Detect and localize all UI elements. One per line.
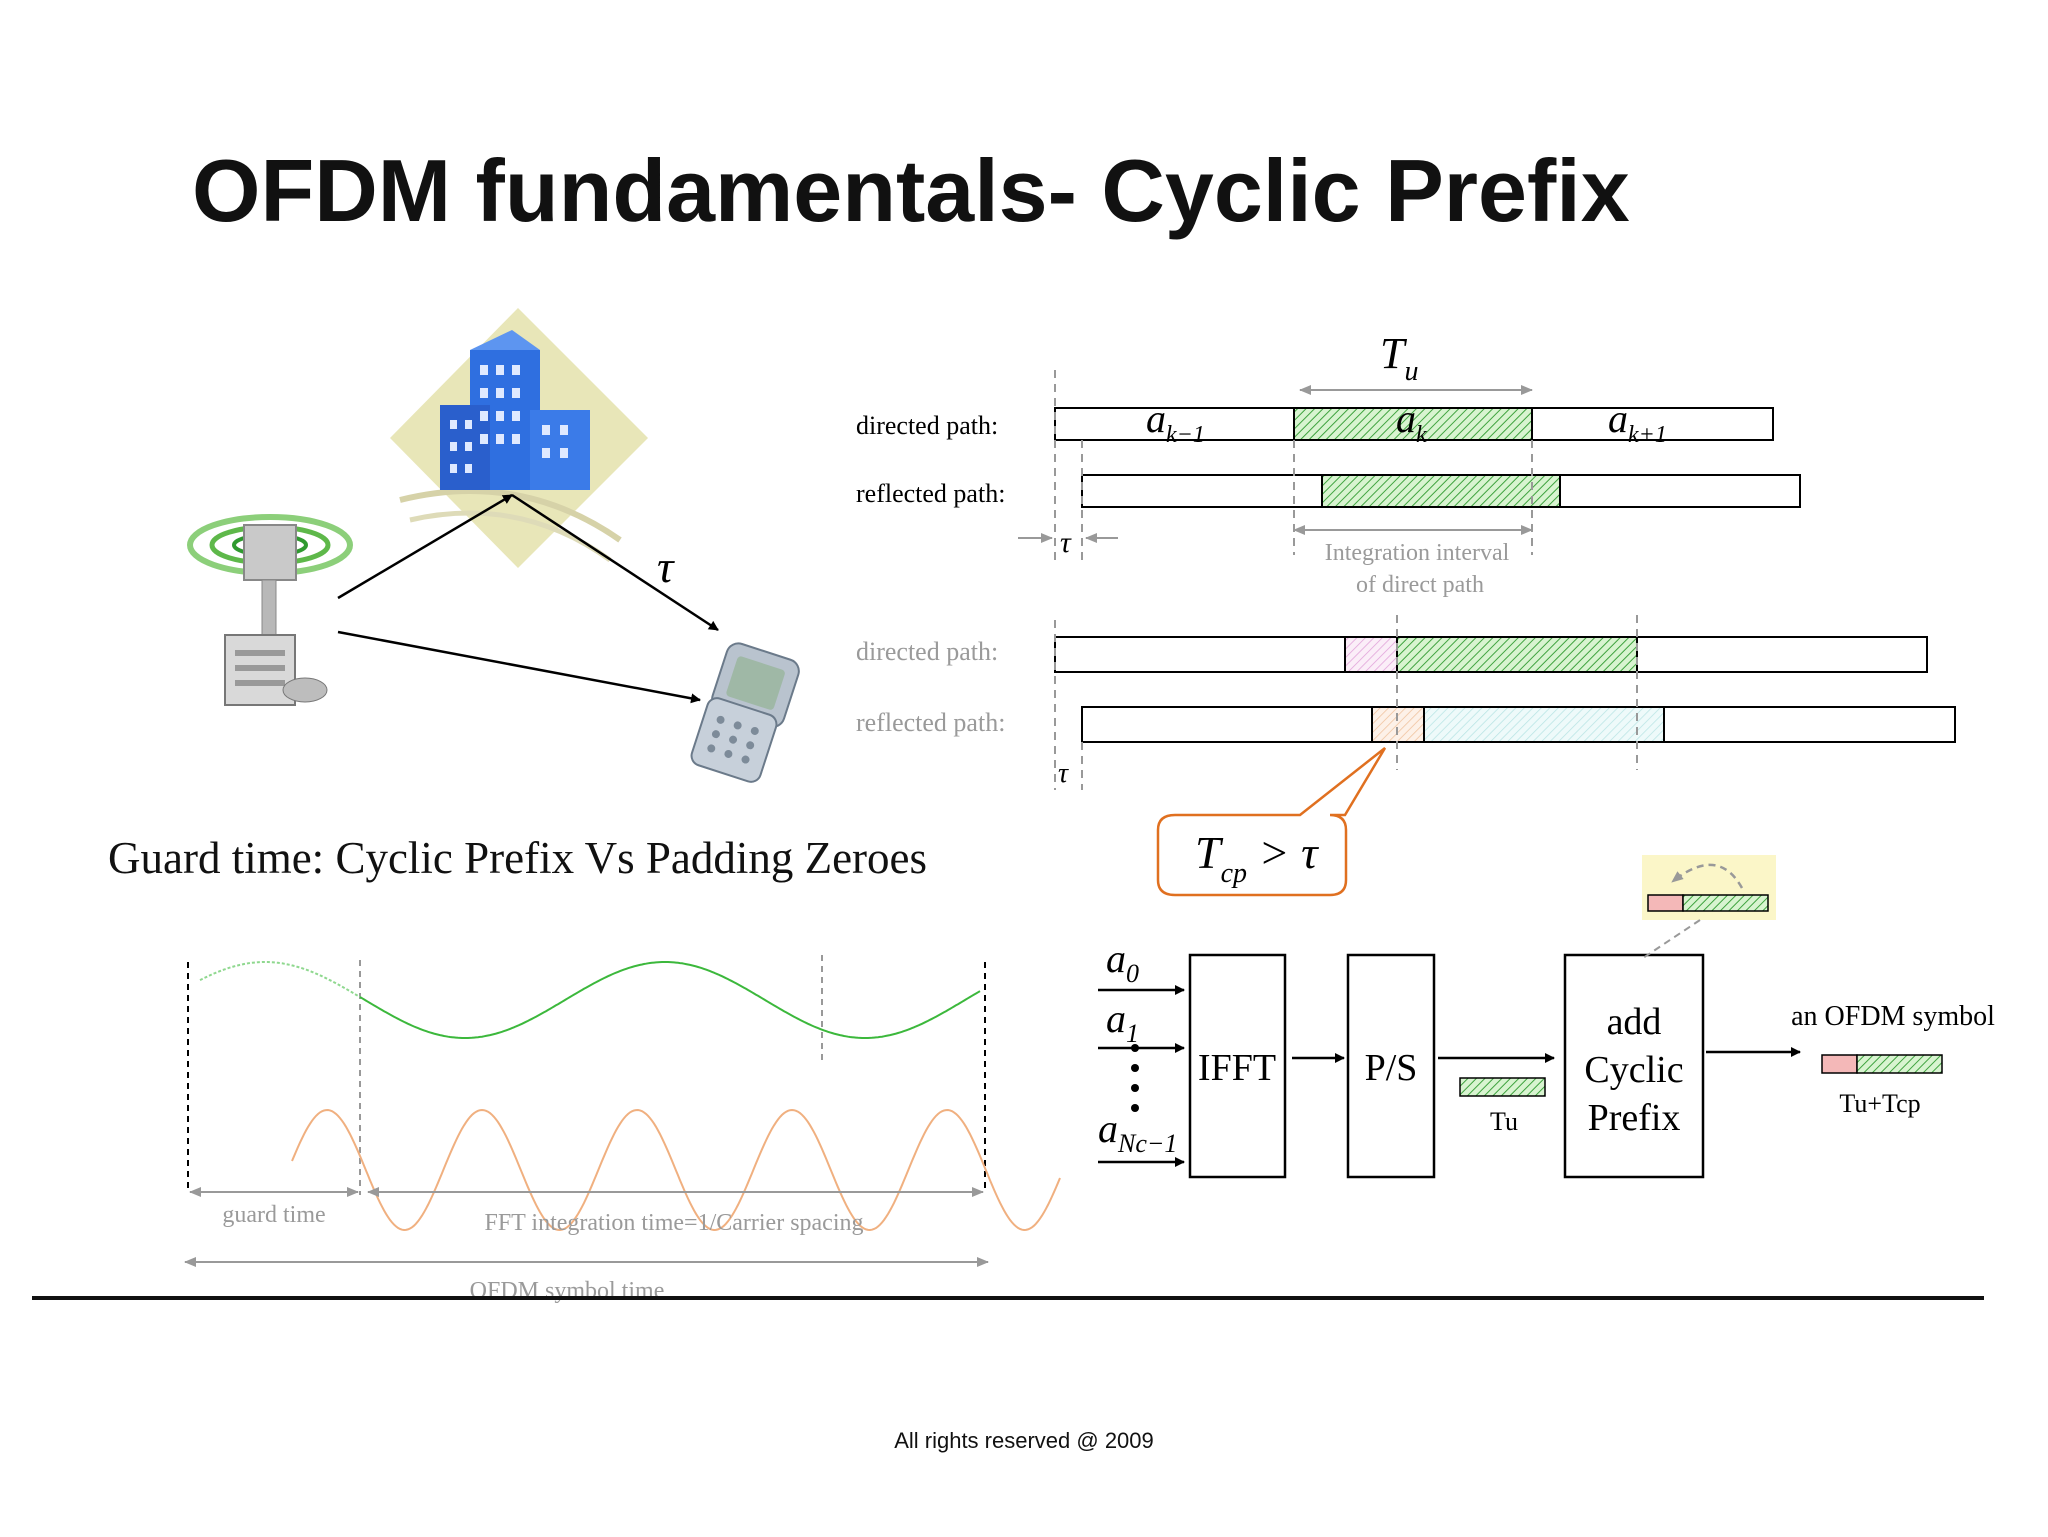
footer-text: All rights reserved @ 2009 bbox=[894, 1428, 1154, 1453]
reflected-path-label-2: reflected path: bbox=[856, 708, 1005, 737]
ps-label: P/S bbox=[1365, 1047, 1418, 1089]
directed-path-label: directed path: bbox=[856, 411, 998, 440]
path-to-building-arrow bbox=[337, 493, 513, 600]
callout-condition: Tcp > τ bbox=[1195, 827, 1319, 889]
orange-wave bbox=[291, 1108, 1061, 1232]
symbol-ak-reflected bbox=[1321, 474, 1561, 508]
integration-label-2: of direct path bbox=[1356, 572, 1484, 598]
reflected-path-arrow bbox=[511, 493, 719, 632]
ofdm-symbol-label: an OFDM symbol bbox=[1791, 1001, 1995, 1032]
tu-segment-label: Tu bbox=[1490, 1107, 1518, 1136]
input-aNc-label: aNc−1 bbox=[1098, 1106, 1177, 1158]
timing-top: Tu directed path: ak−1 ak ak+1 reflected… bbox=[856, 329, 1801, 598]
tu-label: Tu bbox=[1380, 329, 1418, 387]
tu-tcp-label: Tu+Tcp bbox=[1839, 1089, 1920, 1118]
fft-time-label: FFT integration time=1/Carrier spacing bbox=[484, 1210, 863, 1236]
ifft-block bbox=[1188, 953, 1287, 1179]
sym-cur-label: ak bbox=[1396, 396, 1427, 448]
waveform-diagram: guard time FFT integration time=1/Carrie… bbox=[184, 955, 1061, 1304]
cyclic-prefix-reflected bbox=[1371, 706, 1425, 743]
divider-line bbox=[32, 1296, 1984, 1300]
add-cp-label-2: Cyclic bbox=[1584, 1049, 1683, 1091]
reflected-path-label: reflected path: bbox=[856, 479, 1005, 508]
green-wave-guard bbox=[199, 961, 361, 998]
ps-block bbox=[1346, 953, 1436, 1179]
tau-top-label: τ bbox=[1060, 526, 1072, 559]
block-diagram: a0 a1 aNc−1 IFFT P/S Tu add Cyclic Prefi… bbox=[1098, 855, 1995, 1179]
direct-path-arrow bbox=[337, 630, 701, 704]
timing-bottom: directed path: reflected path: τ Tcp > τ bbox=[856, 615, 1956, 897]
add-cp-block bbox=[1563, 953, 1705, 1179]
add-cp-label-1: add bbox=[1607, 1001, 1662, 1043]
base-station-icon bbox=[187, 514, 353, 706]
symbol-ak-direct bbox=[1293, 407, 1533, 441]
green-wave bbox=[359, 961, 981, 1039]
symbol-reflected-2 bbox=[1423, 706, 1665, 743]
directed-path-label-2: directed path: bbox=[856, 637, 998, 666]
guard-time-label: guard time bbox=[222, 1202, 325, 1228]
ifft-label: IFFT bbox=[1198, 1047, 1276, 1089]
input-a0-label: a0 bbox=[1106, 936, 1139, 988]
guard-time-heading: Guard time: Cyclic Prefix Vs Padding Zer… bbox=[108, 833, 928, 883]
sym-next-label: ak+1 bbox=[1608, 396, 1667, 448]
mobile-phone-icon bbox=[690, 642, 800, 783]
integration-label-1: Integration interval bbox=[1325, 540, 1510, 566]
cp-segment bbox=[1821, 1054, 1858, 1074]
sym-prev-label: ak−1 bbox=[1146, 396, 1205, 448]
add-cp-label-3: Prefix bbox=[1588, 1097, 1681, 1139]
cyclic-prefix-direct bbox=[1344, 636, 1398, 673]
callout-bubble bbox=[1156, 747, 1387, 897]
data-segment bbox=[1856, 1054, 1943, 1074]
symbol-time-label: OFDM symbol time bbox=[470, 1278, 665, 1304]
symbol-direct-2 bbox=[1396, 636, 1638, 673]
building-icon bbox=[390, 308, 648, 568]
tu-segment bbox=[1459, 1077, 1546, 1097]
tau-bottom-label: τ bbox=[1058, 758, 1069, 789]
page-title: OFDM fundamentals- Cyclic Prefix bbox=[192, 141, 1630, 240]
input-a1-label: a1 bbox=[1106, 996, 1139, 1048]
delay-tau-label: τ bbox=[657, 541, 675, 592]
